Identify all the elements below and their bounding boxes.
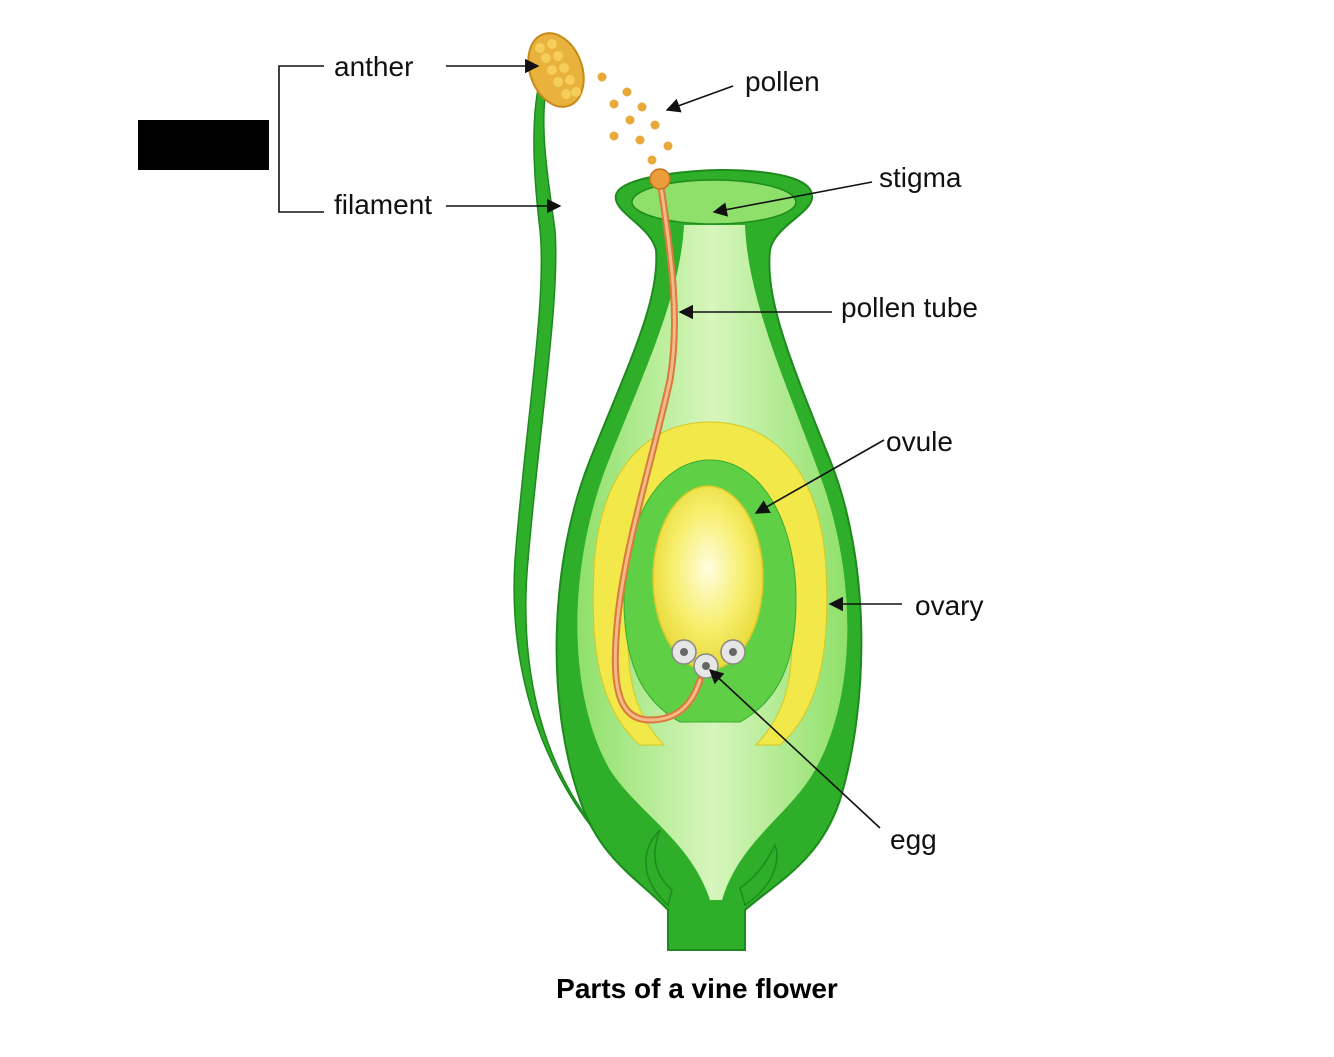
label-ovary: ovary	[915, 590, 983, 621]
embryo-sac	[653, 486, 763, 670]
pollen-grains	[598, 73, 673, 165]
redacted-label-box	[138, 120, 269, 170]
stamen-bracket	[279, 66, 324, 212]
diagram-title: Parts of a vine flower	[556, 973, 838, 1004]
label-ovule: ovule	[886, 426, 953, 457]
label-pollen: pollen	[745, 66, 820, 97]
label-stigma: stigma	[879, 162, 962, 193]
label-filament: filament	[334, 189, 432, 220]
label-anther: anther	[334, 51, 413, 82]
anther-shape	[519, 25, 594, 114]
label-egg: egg	[890, 824, 937, 855]
label-pollen-tube: pollen tube	[841, 292, 978, 323]
pollen-grain-on-stigma	[650, 169, 670, 189]
pollen-leader	[667, 86, 733, 110]
